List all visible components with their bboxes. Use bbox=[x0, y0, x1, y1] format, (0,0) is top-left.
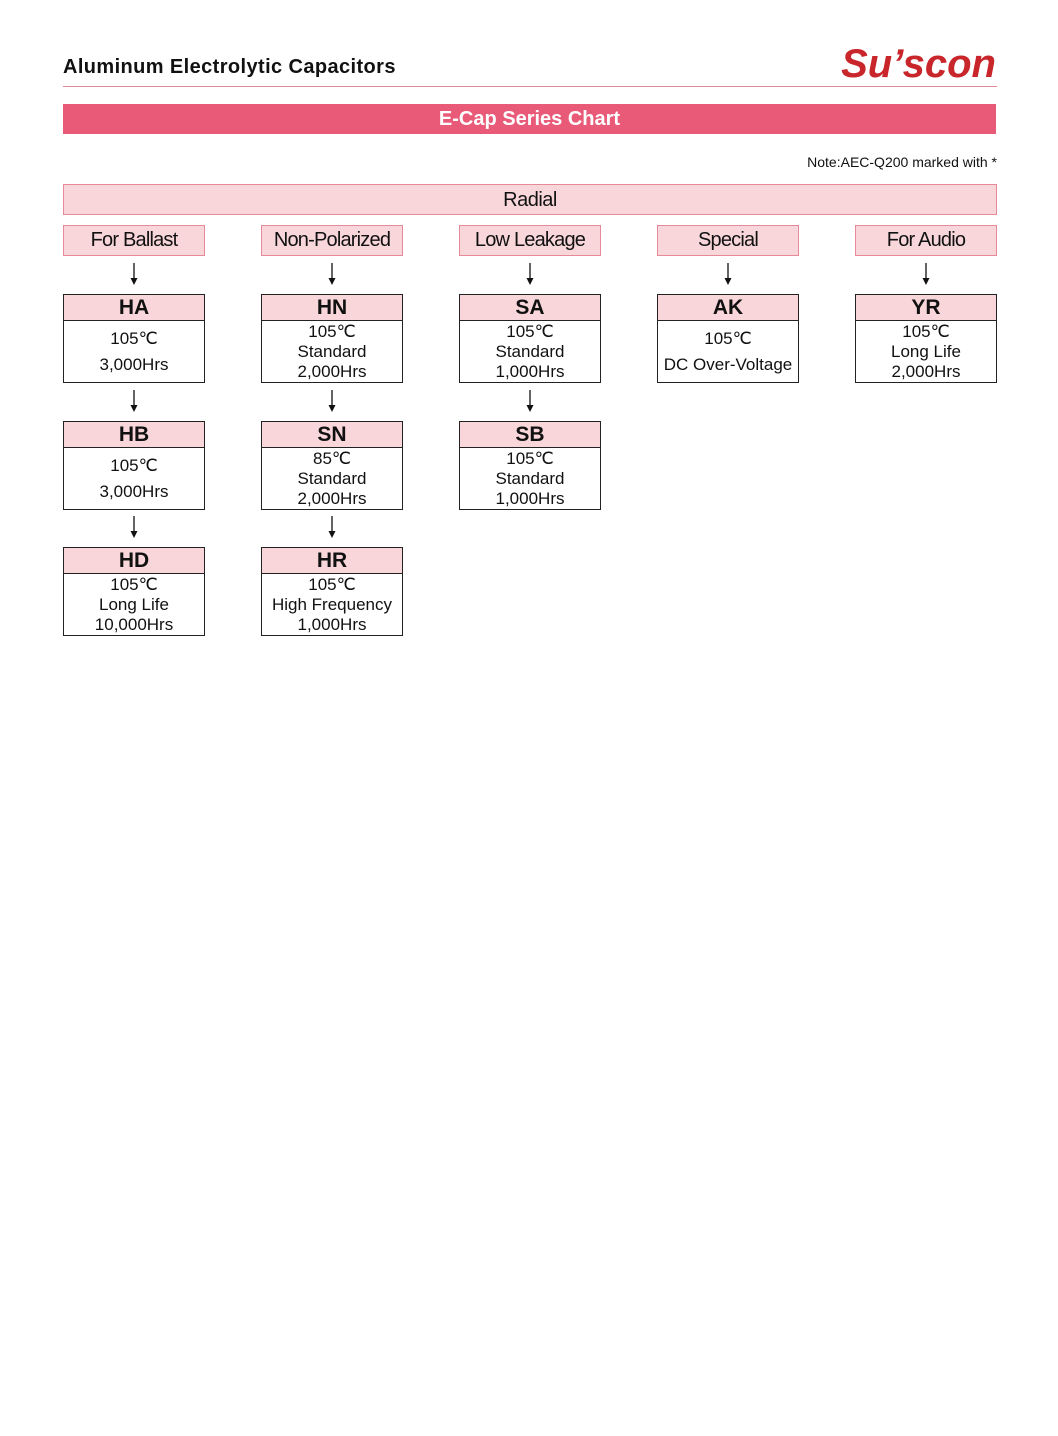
series-code: HR bbox=[262, 548, 402, 574]
category-special: Special bbox=[657, 225, 799, 256]
series-code: SN bbox=[262, 422, 402, 448]
series-code: HN bbox=[262, 295, 402, 321]
series-spec-line: 10,000Hrs bbox=[94, 614, 174, 634]
series-spec-line: 105℃ bbox=[110, 574, 158, 594]
series-box-hb: HB 105℃ 3,000Hrs bbox=[63, 421, 205, 510]
series-spec-line: Standard bbox=[495, 468, 565, 488]
series-spec-line: 105℃ bbox=[506, 321, 554, 341]
radial-group-header: Radial bbox=[63, 184, 997, 215]
series-code: HA bbox=[64, 295, 204, 321]
arrow-down-icon bbox=[129, 390, 139, 412]
series-spec-line: 105℃ bbox=[902, 321, 950, 341]
category-for-audio: For Audio bbox=[855, 225, 997, 256]
arrow-down-icon bbox=[327, 516, 337, 538]
series-specs: 105℃ DC Over-Voltage bbox=[658, 321, 798, 382]
brand-logo: Su’scon bbox=[841, 42, 996, 86]
series-spec-line: 1,000Hrs bbox=[297, 614, 367, 634]
series-specs: 105℃ 3,000Hrs bbox=[64, 448, 204, 509]
series-spec-line: 105℃ bbox=[110, 328, 158, 348]
arrow-down-icon bbox=[327, 390, 337, 412]
arrow-down-icon bbox=[723, 263, 733, 285]
series-spec-line: Standard bbox=[495, 341, 565, 361]
series-spec-line: 105℃ bbox=[308, 574, 356, 594]
category-for-ballast: For Ballast bbox=[63, 225, 205, 256]
series-spec-line: Standard bbox=[297, 468, 367, 488]
series-spec-line: DC Over-Voltage bbox=[663, 354, 793, 374]
series-spec-line: 2,000Hrs bbox=[297, 488, 367, 508]
series-spec-line: 105℃ bbox=[110, 455, 158, 475]
series-spec-line: 105℃ bbox=[506, 448, 554, 468]
series-box-ha: HA 105℃ 3,000Hrs bbox=[63, 294, 205, 383]
series-box-ak: AK 105℃ DC Over-Voltage bbox=[657, 294, 799, 383]
series-spec-line: High Frequency bbox=[271, 594, 392, 614]
series-spec-line: 3,000Hrs bbox=[99, 354, 169, 374]
chart-title-banner: E-Cap Series Chart bbox=[63, 104, 996, 134]
series-code: HB bbox=[64, 422, 204, 448]
series-spec-line: 1,000Hrs bbox=[495, 361, 565, 381]
series-spec-line: 1,000Hrs bbox=[495, 488, 565, 508]
arrow-down-icon bbox=[921, 263, 931, 285]
series-spec-line: Long Life bbox=[99, 594, 169, 614]
arrow-down-icon bbox=[327, 263, 337, 285]
series-spec-line: 2,000Hrs bbox=[891, 361, 961, 381]
arrow-down-icon bbox=[129, 516, 139, 538]
series-spec-line: 105℃ bbox=[308, 321, 356, 341]
series-spec-line: 2,000Hrs bbox=[297, 361, 367, 381]
arrow-down-icon bbox=[525, 263, 535, 285]
series-spec-line: 85℃ bbox=[312, 448, 351, 468]
document-title: Aluminum Electrolytic Capacitors bbox=[63, 56, 396, 78]
aec-note: Note:AEC-Q200 marked with * bbox=[807, 154, 997, 170]
series-specs: 105℃ 3,000Hrs bbox=[64, 321, 204, 382]
series-spec-line: 3,000Hrs bbox=[99, 481, 169, 501]
series-spec-line: Standard bbox=[297, 341, 367, 361]
arrow-down-icon bbox=[525, 390, 535, 412]
series-code: YR bbox=[856, 295, 996, 321]
series-code: HD bbox=[64, 548, 204, 574]
series-spec-line: 105℃ bbox=[704, 328, 752, 348]
category-low-leakage: Low Leakage bbox=[459, 225, 601, 256]
category-non-polarized: Non-Polarized bbox=[261, 225, 403, 256]
series-spec-line: Long Life bbox=[891, 341, 961, 361]
arrow-down-icon bbox=[129, 263, 139, 285]
header-divider bbox=[63, 86, 997, 87]
series-code: AK bbox=[658, 295, 798, 321]
series-code: SA bbox=[460, 295, 600, 321]
series-code: SB bbox=[460, 422, 600, 448]
